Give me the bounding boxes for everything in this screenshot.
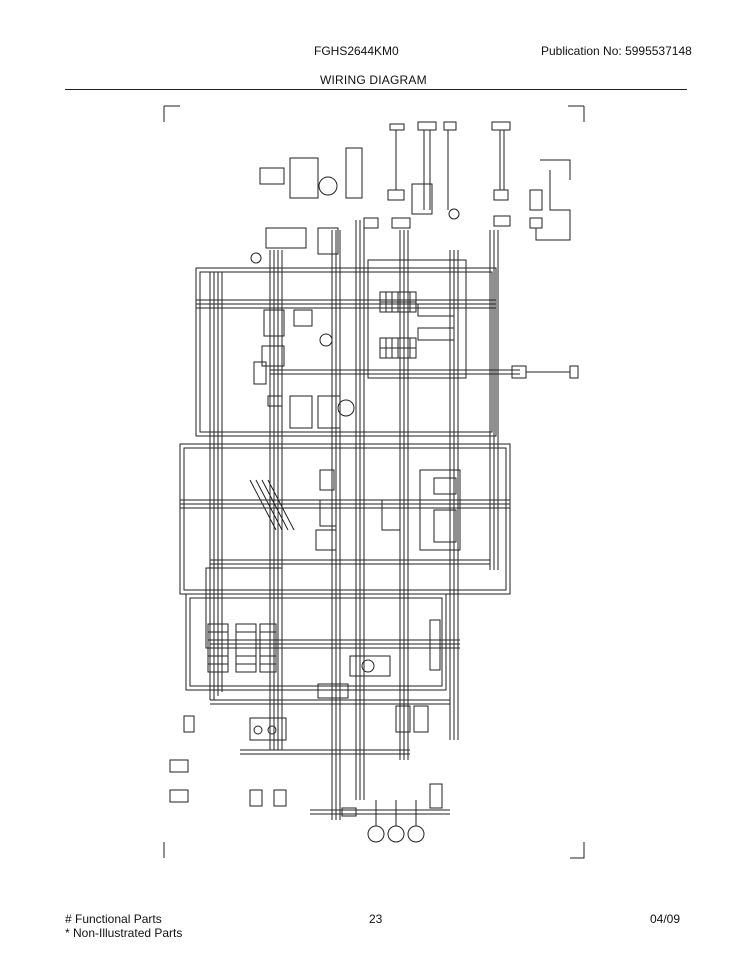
publication-date: 04/09	[650, 912, 681, 926]
connector-top-2	[417, 121, 437, 131]
publication-info: Publication No: 5995537148	[541, 44, 692, 58]
lamp-symbol	[337, 399, 355, 417]
fan-motor-housing	[289, 157, 319, 199]
heater-element	[317, 683, 349, 699]
connector-top-3	[491, 121, 511, 131]
connector-a	[259, 167, 285, 185]
defrost-timer	[349, 655, 391, 677]
crop-mark-bottom-right	[570, 842, 585, 859]
wiring-diagram	[163, 105, 585, 859]
sensor-probe	[253, 361, 267, 385]
motor-symbol	[318, 176, 338, 196]
connector-top-1	[389, 123, 405, 131]
publication-number: 5995537148	[625, 44, 692, 58]
lower-harness-frame	[185, 593, 447, 691]
main-control-board	[205, 567, 283, 649]
fan-motor-2	[387, 825, 405, 843]
control-module-a	[289, 395, 313, 429]
functional-parts-note: # Functional Parts	[65, 912, 162, 926]
page-title: WIRING DIAGRAM	[320, 73, 427, 87]
non-illustrated-parts-note: * Non-Illustrated Parts	[65, 926, 183, 940]
fan-motor-3	[407, 825, 425, 843]
page-number: 23	[369, 912, 383, 926]
inverter-block	[381, 499, 401, 531]
crop-mark-top-right	[568, 105, 585, 122]
compressor-control	[419, 469, 461, 551]
model-number: FGHS2644KM0	[314, 44, 399, 58]
door-switch-block	[249, 717, 287, 741]
header-rule	[65, 89, 687, 90]
upper-harness-frame	[195, 267, 497, 437]
control-module-b	[317, 395, 341, 429]
fan-motor-1	[367, 825, 385, 843]
terminal-block-1	[265, 227, 307, 249]
publication-label: Publication No:	[541, 44, 622, 58]
crop-mark-top-left	[163, 105, 180, 122]
